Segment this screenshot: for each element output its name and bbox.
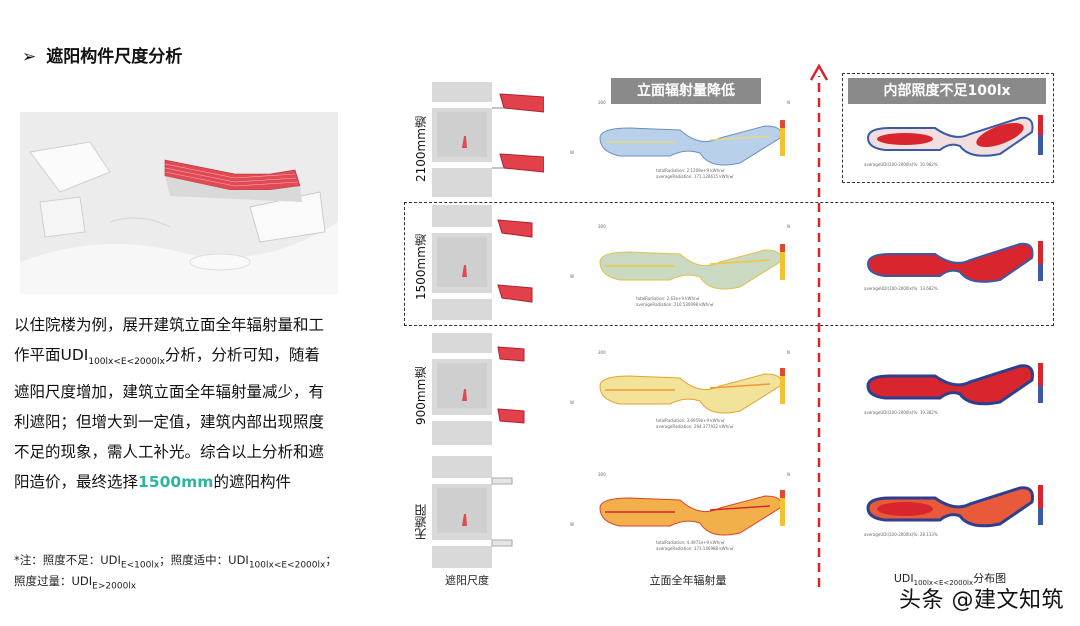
section-title: ➢ 遮阳构件尺度分析 [22,42,182,67]
radiation-plan-900mm [599,368,785,414]
paragraph-line: 阳造价，最终选择1500mm的遮阳构件 [14,473,291,492]
total-radiation-1500mm: totalRadiation: 2.63e+9 kWh/㎡ [636,296,700,301]
shade-section-none [432,456,513,568]
paragraph-line: 不足的现象，需人工补光。综合以上分析和遮 [14,443,325,462]
header-illuminance: 内部照度不足100lx [848,78,1046,104]
title-arrow-icon: ➢ [22,47,37,67]
total-radiation-2100mm: totalRadiation: 2.1209e+9 kWh/㎡ [656,168,725,173]
udi-plan-none [866,485,1043,528]
title-text: 遮阳构件尺度分析 [46,47,183,67]
paragraph-line: 作平面UDI100lx<E<2000lx分析，分析可知，随着 [14,346,320,368]
paragraph-line: 以住院楼为例，展开建筑立面全年辐射量和工 [14,316,325,334]
udi-value-2100mm: averageUDI(100-2000lx)%: 10.962% [864,162,938,167]
analysis-paragraph: 以住院楼为例，展开建筑立面全年辐射量和工 作平面UDI100lx<E<2000l… [14,310,364,497]
compass-west: W [570,522,574,527]
compass-degree: 300 [598,350,606,355]
udi-plan-2100mm [866,115,1043,157]
udi-value-none: averageUDI(100-2000lx)%: 28.133% [864,532,938,537]
compass-degree: 300 [598,472,606,477]
compass-north: N [787,350,790,355]
radiation-plan-none [599,490,785,536]
caption-udi-distribution: UDI100lx<E<2000lx分布图 [893,572,1007,588]
highlight-1500mm: 1500mm [138,473,214,492]
avg-radiation-900mm: averageRadiation: 294.377932 kWh/㎡ [656,424,734,429]
udi-value-900mm: averageUDI(100-2000lx)%: 19.382% [864,410,938,415]
udi-highlight-frame [842,73,1054,183]
udi-plan-900mm [866,363,1043,406]
paragraph-line: 利遮阳；但增大到一定值，建筑内部出现照度 [14,413,325,432]
watermark: 头条 @建文知筑 [899,588,1064,613]
footnote: *注：照度不足：UDIE<100lx；照度适中：UDI100lx<E<2000l… [14,552,374,595]
compass-north: N [787,100,790,105]
header-radiation: 立面辐射量降低 [611,78,761,104]
radiation-plan-2100mm [599,120,785,166]
udi-plan-1500mm [866,241,1043,283]
total-radiation-900mm: totalRadiation: 3.6959e+9 kWh/㎡ [656,418,725,423]
compass-west: W [570,150,574,155]
avg-radiation-2100mm: averageRadiation: 171.128615 kWh/㎡ [656,174,734,179]
paragraph-line: 遮阳尺度增加，建筑立面全年辐射量减少，有 [14,383,325,402]
compass-north: N [787,224,790,229]
selected-1500mm-frame [404,202,1054,326]
building-render-image [20,112,338,294]
shade-section-900mm [432,333,525,445]
footnote-line-1: *注：照度不足：UDIE<100lx；照度适中：UDI100lx<E<2000l… [14,553,337,571]
shade-section-1500mm [432,205,533,320]
compass-north: N [787,472,790,477]
radiation-plan-1500mm [599,244,785,290]
caption-facade-radiation: 立面全年辐射量 [649,574,727,587]
caption-shade-scale: 遮阳尺度 [445,574,489,587]
total-radiation-none: totalRadiation: 4.4971e+9 kWh/㎡ [656,540,725,545]
row-label-none: 无遮阳 [414,504,428,540]
compass-degree: 300 [598,224,606,229]
compass-west: W [570,400,574,405]
building-3d-render [20,112,338,294]
shade-section-2100mm [432,82,544,197]
trend-arrow-icon [809,63,829,587]
udi-value-1500mm: averageUDI(100-2000lx)%: 13.682% [864,286,938,291]
avg-radiation-none: averageRadiation: 373.146988 kWh/㎡ [656,546,734,551]
avg-radiation-1500mm: averageRadiation: 210.530098 kWh/㎡ [636,302,714,307]
compass-degree: 300 [598,100,606,105]
footnote-line-2: 照度过量：UDIE>2000lx [14,574,137,592]
compass-west: W [570,274,574,279]
